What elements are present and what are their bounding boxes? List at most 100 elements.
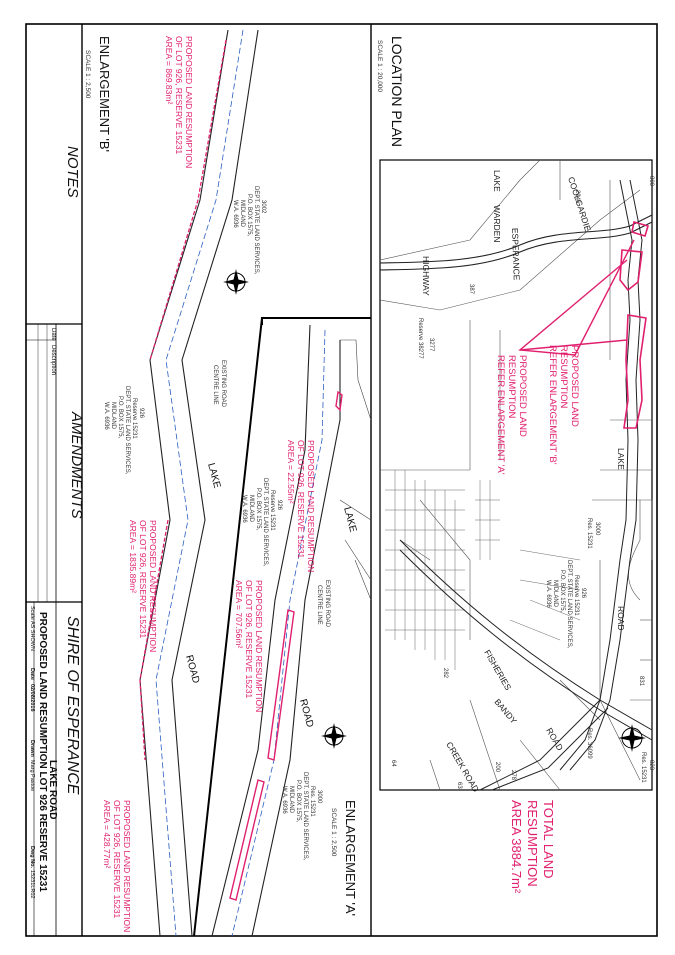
enlargement-a-boundary: [261, 317, 371, 325]
enlargement-b: ENLARGEMENT 'B' SCALE 1 : 2,500 PROPOSED…: [84, 29, 266, 937]
lot-63: 63: [456, 782, 462, 789]
coolgardie-esperance-highway: [379, 214, 653, 264]
enlargement-b-centreline: [155, 29, 244, 937]
lot-3000-res: Res. 15231: [586, 518, 592, 549]
enlargement-b-north-icon: [223, 269, 249, 295]
callout-a: PROPOSED LAND RESUMPTION REFER ENLARGEME…: [495, 355, 528, 475]
eb-road-label: ROAD: [183, 654, 201, 685]
lot-3000: 3000: [594, 522, 600, 536]
title-block: NOTES AMENDMENTS Date Description SHIRE …: [26, 146, 85, 936]
enlargement-b-resumption-labels: PROPOSED LAND RESUMPTION OF LOT 926, RES…: [128, 36, 194, 652]
ea-existing-line1: EXISTING ROAD: [324, 580, 330, 628]
ea-existing-line2: CENTRE LINE: [316, 585, 322, 625]
street-road: ROAD: [616, 606, 626, 631]
callout-a-line1: PROPOSED LAND: [517, 355, 528, 437]
callout-a-line3: REFER ENLARGEMENT 'A': [495, 355, 506, 475]
enlargement-a-lot-labels: 926 Reserve 15231 DEPT. STATE LAND SERVI…: [241, 478, 330, 861]
callout-a-line2: RESUMPTION: [506, 355, 517, 418]
eb-existing-line1: EXISTING ROAD: [220, 360, 226, 408]
res-b1-line2: OF LOT 926, RESERVE 15231: [174, 36, 184, 155]
amendments-title: AMENDMENTS: [68, 411, 85, 519]
lot-2946: 2946: [574, 190, 580, 204]
enlargement-b-road-east: [171, 29, 259, 937]
resumption-area-b: [619, 249, 643, 292]
res-a2-line1: PROPOSED LAND RESUMPTION: [254, 580, 264, 712]
enlargement-a-resumption: [229, 390, 343, 901]
lot-278: 278: [510, 770, 516, 781]
street-esperance: ESPERANCE: [510, 228, 522, 281]
lot-labels: 3277 Reserve 38277 3000 Res. 15231 926 R…: [390, 176, 654, 789]
eb-lake-label: LAKE: [205, 462, 222, 490]
lot-800: 800: [648, 176, 654, 187]
eb-lot-926-box: P.O. BOX 1575,: [117, 396, 123, 439]
street-highway: HIGHWAY: [421, 256, 431, 296]
ea-lot-3000-res: Res. 15231: [309, 786, 315, 817]
ea-lot-926-box: P.O. BOX 1575,: [255, 488, 261, 531]
enlargement-a: ENLARGEMENT 'A' SCALE 1 : 2,500 PROPOSED…: [102, 317, 372, 937]
council-name: SHIRE OF ESPERANCE: [64, 616, 81, 795]
location-map-frame: [379, 159, 653, 791]
lot-3277: 3277: [428, 338, 434, 352]
lot-926-reserve: Reserve 15231: [573, 575, 579, 616]
res-a1-line1: PROPOSED LAND RESUMPTION: [306, 440, 316, 572]
eb-existing-line2: CENTRE LINE: [212, 365, 218, 405]
resumption-area-b-small: [631, 220, 649, 238]
enlargement-b-lot-labels: 3002 DEPT. STATE LAND SERVICES, P.O. BOX…: [103, 186, 266, 475]
enlargement-a-resumption-labels: PROPOSED LAND RESUMPTION OF LOT 926, RES…: [102, 440, 316, 932]
ea-lot-926-midland: MIDLAND: [248, 495, 254, 523]
sheet-border: [25, 23, 658, 937]
lot-831: 831: [638, 676, 644, 687]
resumption-areas: [619, 220, 649, 429]
eb-lot-3002: 3002: [260, 200, 266, 214]
eb-lot-926-midland: MIDLAND: [110, 402, 116, 430]
location-plan: LOCATION PLAN SCALE 1 : 20,000: [376, 36, 654, 894]
eb-lot-owner-1: DEPT. STATE LAND SERVICES,: [253, 186, 259, 275]
res-a2-line3: AREA = 707.56m²: [234, 580, 244, 648]
enlargement-b-title: ENLARGEMENT 'B': [97, 36, 112, 152]
lake-road-line: [559, 179, 633, 771]
eb-lot-owner-2: P.O. BOX 1575,: [246, 194, 252, 237]
enlargement-a-road-east: [251, 340, 341, 937]
enlargement-a-centreline: [231, 329, 326, 937]
lot-64: 64: [390, 760, 396, 767]
lot-387: 387: [468, 284, 474, 295]
res-a2-line2: OF LOT 926, RESERVE 15231: [244, 580, 254, 699]
amendments-date-label: Date: [50, 328, 56, 341]
enlargement-b-road-west: [139, 29, 229, 937]
lot-926-midland: MIDLAND: [552, 580, 558, 608]
enlargement-a-north-icon: [321, 723, 347, 749]
subdivision-blocks: [385, 470, 581, 670]
eb-lot-owner-3: MIDLAND: [239, 200, 245, 228]
lot-reserve-38277: Reserve 38277: [417, 318, 423, 359]
res-a3-line1: PROPOSED LAND RESUMPTION: [122, 800, 132, 932]
res-a3-line2: OF LOT 926, RESERVE 15231: [112, 800, 122, 919]
drawing-title-line2: PROPOSED LAND RESUMPTION LOT 926 RESERVE…: [37, 612, 48, 892]
total-line1: TOTAL LAND: [541, 800, 556, 879]
lot-926: 926: [580, 588, 586, 599]
scale-field: Scale AS SHOWN: [29, 606, 35, 651]
street-lake-warden-2: WARDEN: [492, 205, 502, 242]
callout-b: PROPOSED LAND RESUMPTION REFER ENLARGEME…: [547, 345, 580, 465]
notes-title: NOTES: [64, 146, 81, 198]
location-plan-scale: SCALE 1 : 20,000: [376, 40, 383, 92]
res-b2-line1: PROPOSED LAND RESUMPTION: [148, 520, 158, 652]
callout-b-line3: REFER ENLARGEMENT 'B': [547, 345, 558, 465]
lot-926-owner: DEPT. STATE LAND SERVICES,: [566, 560, 572, 649]
dwg-label: Dwg No.: [29, 846, 35, 868]
lot-200: 200: [494, 762, 500, 773]
ea-road-label: ROAD: [297, 698, 315, 729]
resumption-leaders: [518, 239, 635, 356]
res-b2-line2: OF LOT 926, RESERVE 15231: [138, 520, 148, 639]
total-resumption: TOTAL LAND RESUMPTION AREA 3884.7m²: [509, 800, 556, 894]
dwg-value: 15231LR02: [29, 870, 35, 898]
lot-823-res: Res. 15231: [640, 752, 646, 783]
enlargement-a-road-west: [211, 324, 311, 937]
res-a3-line3: AREA = 428.77m²: [102, 800, 112, 868]
ea-lot-926-wa: W.A. 6936: [241, 495, 247, 523]
res-a1-line2: OF LOT 926, RESERVE 15231: [296, 440, 306, 559]
ea-lot-3000: 3000: [316, 790, 322, 804]
ea-lot-926-reserve: Reserve 15231: [269, 490, 275, 531]
eb-lot-926-owner: DEPT. STATE LAND SERVICES,: [124, 386, 130, 475]
enlargement-a-lots: [339, 339, 372, 601]
